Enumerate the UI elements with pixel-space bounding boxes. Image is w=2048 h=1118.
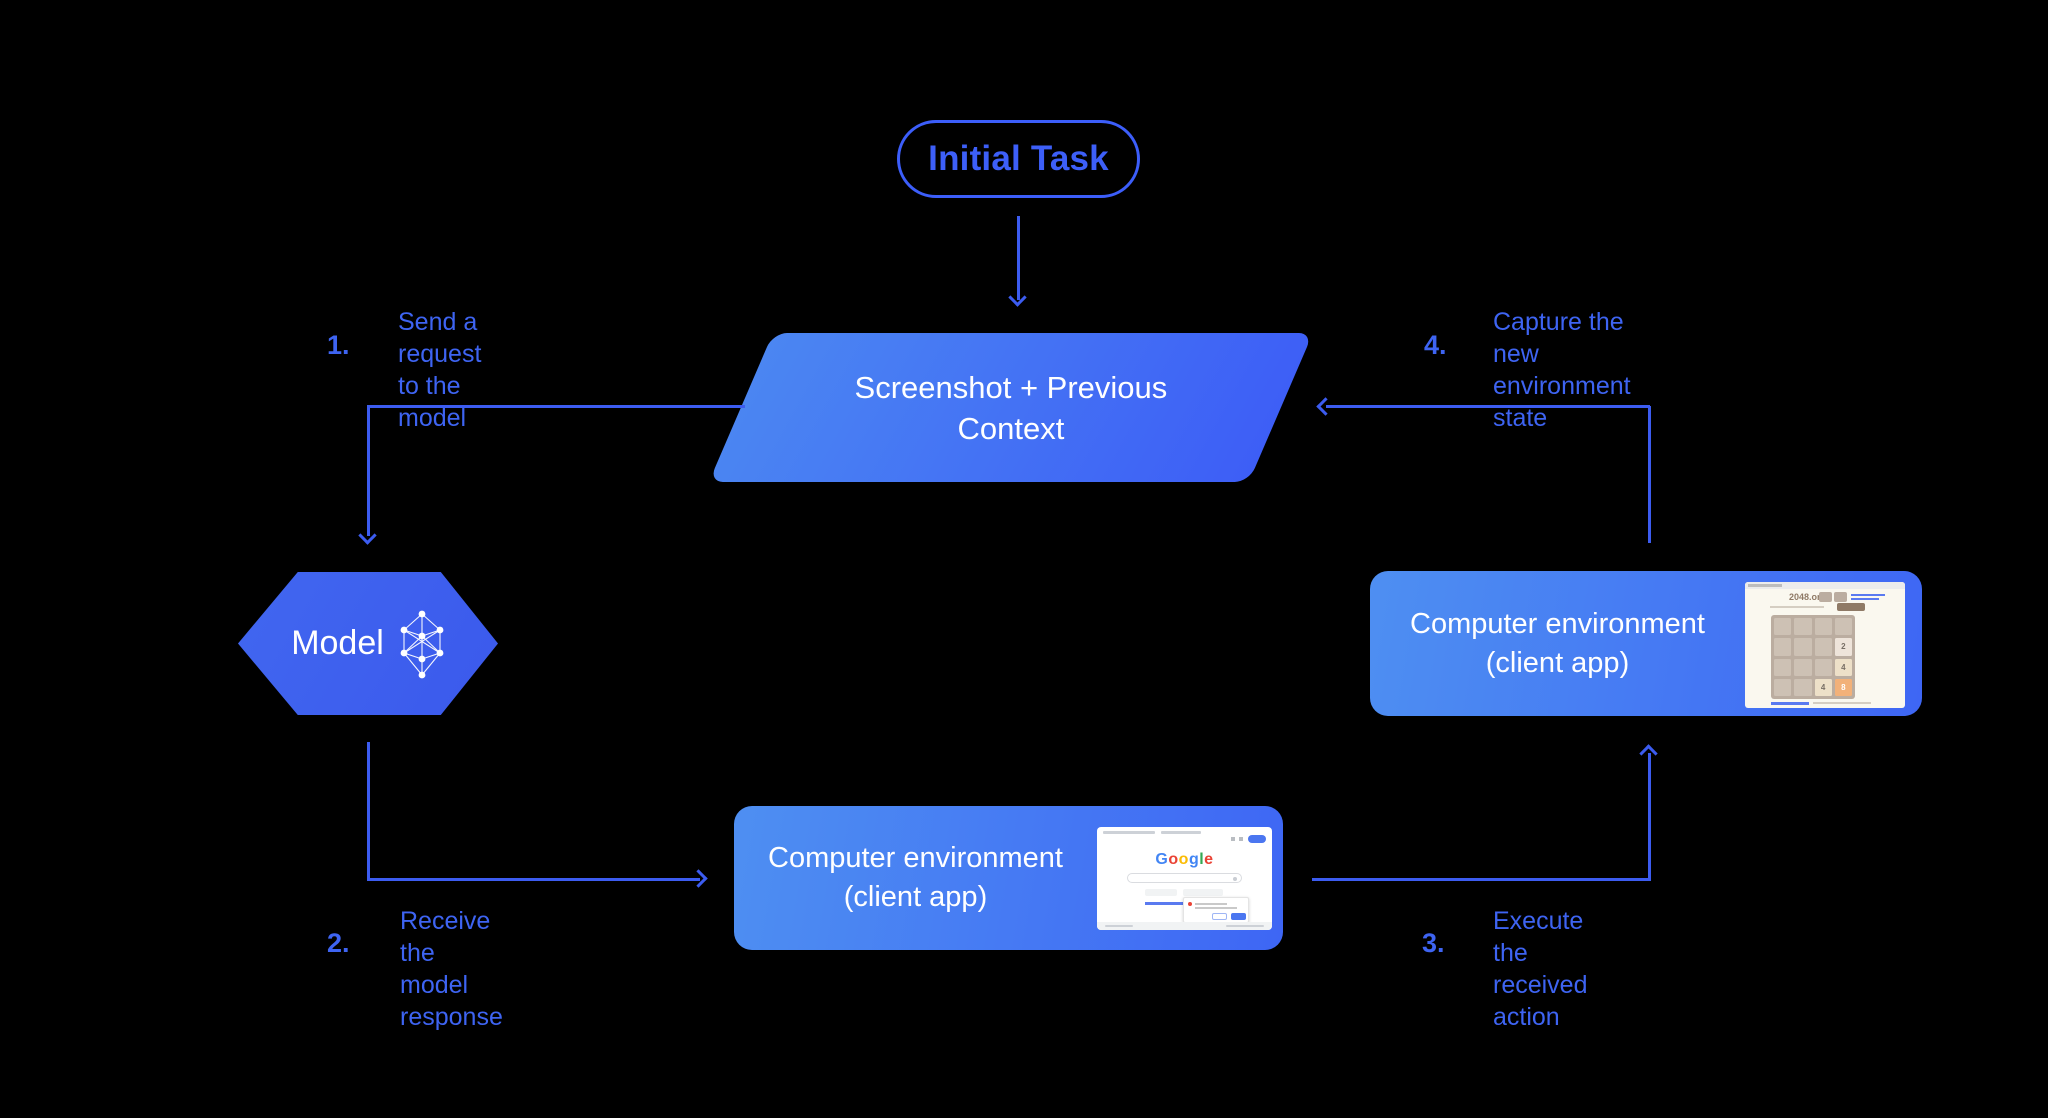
dialog-primary-button <box>1231 913 1246 920</box>
arrowhead-up-icon <box>1639 744 1658 763</box>
tile-2: 2 <box>1834 638 1852 656</box>
footer-links-right <box>1226 925 1264 927</box>
dialog-icon <box>1188 902 1192 906</box>
empty-cell <box>1774 618 1792 636</box>
feeling-lucky-button <box>1183 889 1223 896</box>
google-search-button <box>1145 889 1177 896</box>
env-to-env-arrow-line-h <box>1312 878 1651 881</box>
empty-cell <box>1774 658 1792 676</box>
empty-cell <box>1834 618 1852 636</box>
dialog-secondary-button <box>1212 913 1227 920</box>
new-game-button <box>1837 603 1865 611</box>
computer-environment-node-right: Computer environment (client app) 2048.o… <box>1370 571 1922 716</box>
model-label: Model <box>291 624 384 662</box>
step-4-number: 4. <box>1424 330 1447 360</box>
tile-4: 4 <box>1834 658 1852 676</box>
game-2048-thumbnail: 2048.org 2 4 4 <box>1745 582 1905 708</box>
env-right-label-line1: Computer environment <box>1410 607 1705 640</box>
step-1-text-line1: Send a request <box>398 308 482 368</box>
footer-links-left <box>1105 925 1133 927</box>
header-link <box>1851 594 1885 596</box>
cookie-consent-dialog <box>1183 897 1249 923</box>
screenshot-context-label-line2: Context <box>957 410 1065 446</box>
step-1-text-line2: to the model <box>398 372 467 432</box>
arrowhead-right-icon <box>689 869 708 888</box>
best-score-box <box>1834 592 1847 602</box>
arrowhead-left-icon <box>1316 397 1335 416</box>
env-right-label-line2: (client app) <box>1485 646 1630 679</box>
browser-chrome-bar <box>1745 582 1905 589</box>
browser-url-bar <box>1161 831 1201 834</box>
gmail-link-icon <box>1231 837 1235 841</box>
browser-chrome-bar <box>1103 831 1155 834</box>
model-to-env-arrow-line-h <box>367 878 700 881</box>
google-logo: Google <box>1155 851 1214 868</box>
empty-cell <box>1794 618 1812 636</box>
neural-network-icon <box>400 610 444 678</box>
screenshot-to-model-arrow-line-h <box>368 405 745 408</box>
apps-grid-icon <box>1239 837 1243 841</box>
initial-task-label: Initial Task <box>928 139 1109 178</box>
tile-8: 8 <box>1834 678 1852 696</box>
task-to-screenshot-arrow-line <box>1017 216 1020 300</box>
game-board: 2 4 4 8 <box>1771 615 1855 699</box>
step-3-text-line2: received action <box>1493 971 1588 1031</box>
screenshot-context-label-line1: Screenshot + Previous <box>854 369 1168 405</box>
page-footer <box>1097 922 1272 930</box>
screenshot-to-model-arrow-line-v <box>367 405 370 536</box>
empty-cell <box>1814 658 1832 676</box>
initial-task-node: Initial Task <box>897 120 1140 198</box>
mic-icon <box>1233 876 1237 881</box>
env-bottom-label-line2: (client app) <box>843 881 988 913</box>
empty-cell <box>1794 678 1812 696</box>
arrowhead-down-icon <box>358 526 377 545</box>
game-subtitle-text <box>1770 606 1824 608</box>
empty-cell <box>1774 638 1792 656</box>
empty-cell <box>1794 658 1812 676</box>
step-3-number: 3. <box>1422 928 1445 958</box>
step-2-number: 2. <box>327 928 350 958</box>
step-2-text-line2: model response <box>400 971 503 1031</box>
empty-cell <box>1814 638 1832 656</box>
dialog-text-line <box>1195 907 1237 909</box>
step-4-text-line2: environment state <box>1493 372 1631 432</box>
step-3-text-line1: Execute the <box>1493 907 1584 967</box>
search-input <box>1127 873 1242 883</box>
computer-environment-node-bottom: Computer environment (client app) Google <box>734 806 1283 950</box>
env-to-screenshot-arrow-line-v <box>1648 406 1651 543</box>
browser-tab <box>1748 584 1782 587</box>
empty-cell <box>1774 678 1792 696</box>
empty-cell <box>1794 638 1812 656</box>
env-bottom-label-line1: Computer environment <box>768 842 1063 874</box>
dialog-text-line <box>1195 903 1227 905</box>
screenshot-context-node: Screenshot + Previous Context <box>708 333 1313 482</box>
empty-cell <box>1814 618 1832 636</box>
arrowhead-down-icon <box>1008 288 1027 307</box>
footer-text <box>1813 702 1871 704</box>
step-4-text-line1: Capture the new <box>1493 308 1624 368</box>
score-box <box>1819 592 1832 602</box>
step-1-number: 1. <box>327 330 350 360</box>
model-to-env-arrow-line-v <box>367 742 370 881</box>
game-site-title: 2048.org <box>1789 592 1827 602</box>
sign-in-button <box>1248 835 1266 843</box>
tile-4: 4 <box>1814 678 1832 696</box>
google-homepage-thumbnail: Google <box>1097 827 1272 930</box>
env-to-screenshot-arrow-line-h <box>1326 405 1650 408</box>
footer-link <box>1771 702 1809 705</box>
model-node: Model <box>238 572 498 715</box>
header-link <box>1851 598 1879 600</box>
env-to-env-arrow-line-v <box>1648 753 1651 881</box>
step-2-text-line1: Receive the <box>400 907 491 967</box>
